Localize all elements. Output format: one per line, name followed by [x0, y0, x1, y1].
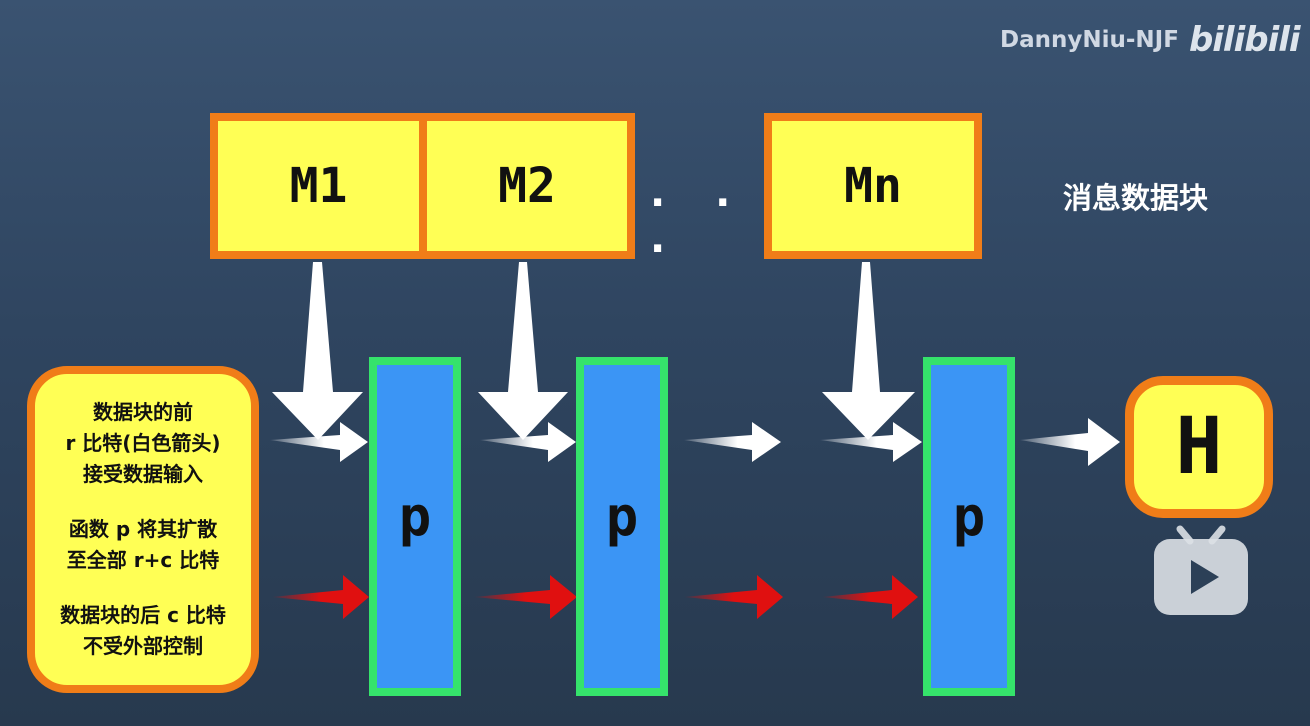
- red-arrow-4: [822, 575, 918, 619]
- message-block-m2-label: M2: [498, 158, 556, 214]
- watermark: DannyNiu-NJF bilibili: [1000, 20, 1301, 60]
- note-line: 至全部 r+c 比特: [66, 548, 220, 572]
- permutation-box-1: p: [369, 357, 461, 696]
- note-line: 数据块的后 c 比特: [60, 603, 226, 627]
- message-blocks-label: 消息数据块: [1063, 181, 1209, 215]
- permutation-label-1: p: [398, 485, 432, 548]
- white-arrow-2: [480, 422, 576, 462]
- message-block-mn-label: Mn: [844, 158, 902, 214]
- white-arrow-4: [820, 422, 922, 462]
- down-arrow-m1: [272, 262, 363, 440]
- red-arrow-1: [272, 575, 369, 619]
- permutation-label-3: p: [952, 485, 986, 548]
- red-arrow-2: [474, 575, 577, 619]
- note-line: 不受外部控制: [83, 634, 203, 658]
- permutation-box-2: p: [576, 357, 668, 696]
- permutation-box-3: p: [923, 357, 1015, 696]
- play-icon[interactable]: [1152, 525, 1250, 617]
- white-arrow-1: [270, 422, 368, 462]
- message-block-m2: M2: [419, 113, 635, 259]
- white-arrow-5: [1020, 418, 1120, 466]
- red-arrow-3: [684, 575, 783, 619]
- explanation-note: 数据块的前 r 比特(白色箭头) 接受数据输入 函数 p 将其扩散 至全部 r+…: [27, 366, 259, 693]
- white-arrow-3: [684, 422, 781, 462]
- output-hash-label: H: [1175, 402, 1223, 492]
- message-block-mn: Mn: [764, 113, 982, 259]
- note-line: 接受数据输入: [83, 462, 203, 486]
- down-arrow-mn: [822, 262, 915, 440]
- permutation-label-2: p: [605, 485, 639, 548]
- message-block-m1-label: M1: [289, 158, 348, 214]
- ellipsis: . . .: [650, 170, 749, 262]
- note-line: r 比特(白色箭头): [65, 431, 221, 455]
- note-line: 函数 p 将其扩散: [68, 517, 218, 541]
- output-hash-box: H: [1125, 376, 1273, 518]
- note-line: 数据块的前: [93, 400, 193, 424]
- watermark-author: DannyNiu-NJF: [1000, 27, 1179, 53]
- down-arrow-m2: [478, 262, 568, 440]
- message-block-m1: M1: [210, 113, 427, 259]
- bilibili-logo: bilibili: [1188, 20, 1301, 60]
